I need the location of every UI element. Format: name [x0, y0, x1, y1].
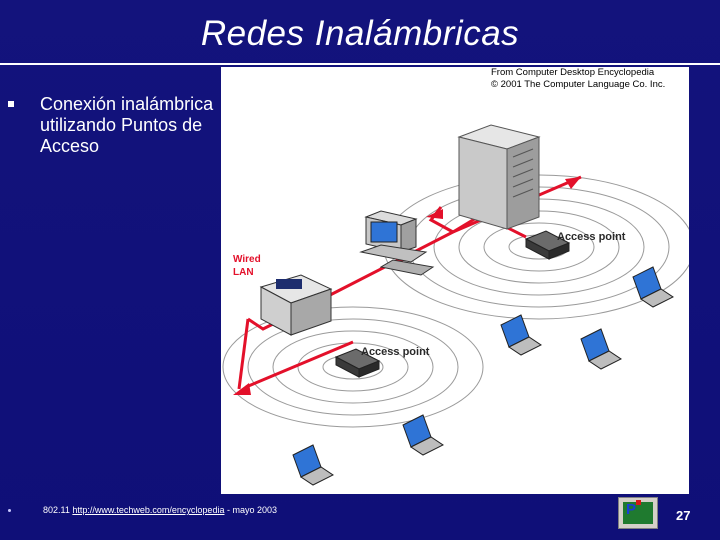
footer-bullet-icon — [8, 509, 11, 512]
laptop-2 — [500, 314, 542, 356]
server-tower — [457, 124, 541, 230]
laptop-1 — [632, 266, 674, 308]
presentation-logo-icon: P — [618, 497, 658, 529]
footer-reference: 802.11 http://www.techweb.com/encycloped… — [43, 505, 277, 515]
footer-suffix: - mayo 2003 — [224, 505, 277, 515]
access-point-label-1: Access point — [557, 231, 626, 243]
image-credit: From Computer Desktop Encyclopedia © 200… — [491, 67, 687, 91]
slide-title: Redes Inalámbricas — [200, 14, 520, 53]
laptop-5 — [292, 444, 334, 486]
credit-line-2: © 2001 The Computer Language Co. Inc. — [491, 79, 666, 90]
footer-url-link[interactable]: http://www.techweb.com/encyclopedia — [72, 505, 225, 515]
printer-device — [259, 274, 333, 336]
logo-accent-dot — [636, 500, 641, 505]
diagram-svg: Access point Access point Wired LAN — [222, 124, 695, 486]
coverage-rings-ap2 — [222, 306, 484, 428]
footer-prefix: 802.11 — [43, 505, 73, 515]
logo-background — [623, 502, 653, 524]
bullet-square-icon — [8, 101, 14, 107]
desktop-computer — [359, 210, 435, 276]
access-point-2 — [334, 348, 381, 378]
laptop-3 — [580, 328, 622, 370]
access-point-1 — [524, 230, 571, 260]
title-divider — [0, 63, 720, 65]
wired-line-left-segment — [237, 318, 250, 390]
wireless-network-diagram: From Computer Desktop Encyclopedia © 200… — [221, 67, 695, 494]
access-point-label-2: Access point — [361, 346, 430, 358]
wired-line-arrowheads — [233, 177, 581, 395]
laptop-4 — [402, 414, 444, 456]
bullet-text: Conexión inalámbrica utilizando Puntos d… — [40, 94, 214, 156]
wired-label: Wired — [233, 254, 261, 265]
lan-label: LAN — [233, 267, 254, 278]
logo-mark: P — [626, 501, 637, 518]
slide-page-number: 27 — [676, 508, 691, 523]
credit-line-1: From Computer Desktop Encyclopedia — [491, 67, 655, 78]
